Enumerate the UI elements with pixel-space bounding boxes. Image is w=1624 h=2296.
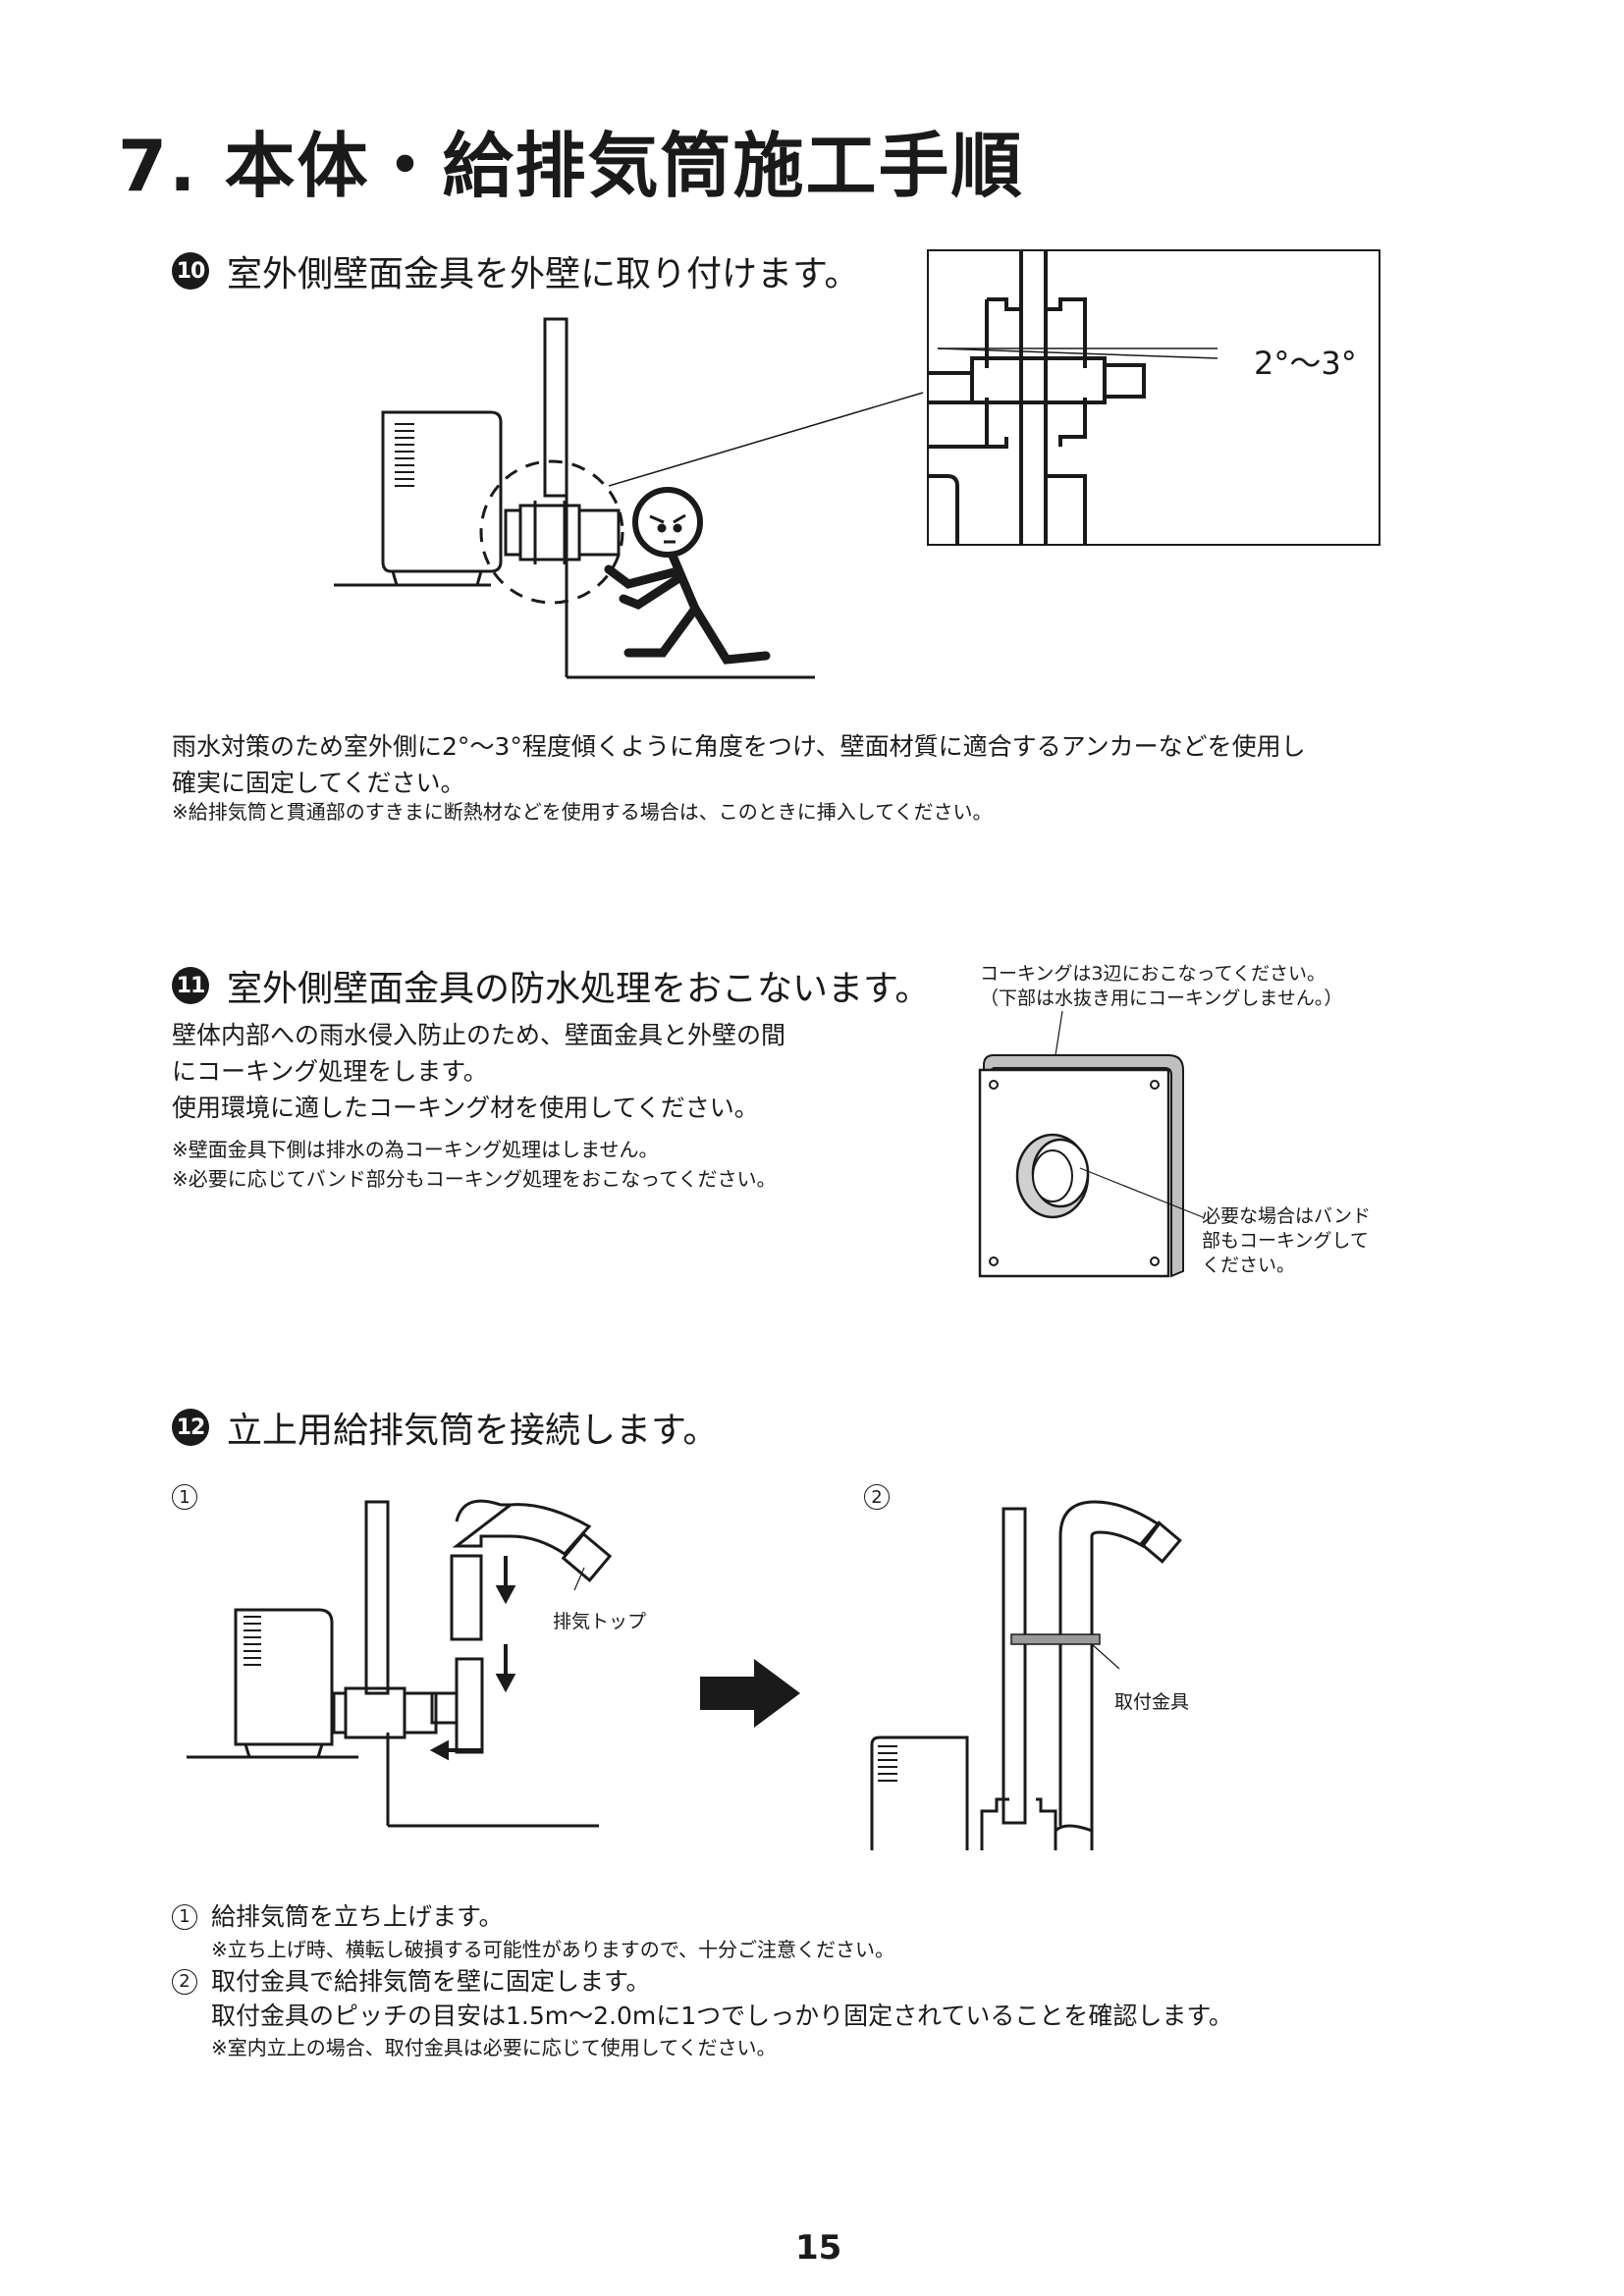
step10-body: 雨水対策のため室外側に2°〜3°程度傾くように角度をつけ、壁面材質に適合するアン… xyxy=(172,728,1306,801)
page-number: 15 xyxy=(795,2228,842,2268)
step12-heading: 12 立上用給排気筒を接続します。 xyxy=(172,1402,718,1453)
step11-number: 11 xyxy=(172,967,209,1004)
caulk-callout-line: コーキングは3辺におこなってください。 xyxy=(980,963,1326,985)
step12-instructions: 1 給排気筒を立ち上げます。 ※立ち上げ時、横転し破損する可能性がありますので、… xyxy=(172,1899,1233,2062)
step11-body: 壁体内部への雨水侵入防止のため、壁面金具と外壁の間 にコーキング処理をします。 … xyxy=(172,1017,785,1126)
step10-body-line1: 雨水対策のため室外側に2°〜3°程度傾くように角度をつけ、壁面材質に適合するアン… xyxy=(172,732,1306,761)
step10-heading: 10 室外側壁面金具を外壁に取り付けます。 xyxy=(172,245,859,296)
step11-body-line: 壁体内部への雨水侵入防止のため、壁面金具と外壁の間 xyxy=(172,1021,786,1049)
caulk-callout-line: 部もコーキングして xyxy=(1202,1230,1369,1252)
caulk-callout-line: （下部は水抜き用にコーキングしません。） xyxy=(980,988,1343,1009)
fig1-marker: 1 xyxy=(172,1484,211,1510)
item2-marker: 2 xyxy=(172,1969,197,1995)
step10-body-line2: 確実に固定してください。 xyxy=(172,769,465,797)
next-arrow-icon xyxy=(700,1659,800,1728)
item1-text: 給排気筒を立ち上げます。 xyxy=(211,1902,504,1931)
fig1-marker-circle: 1 xyxy=(172,1484,197,1510)
step11-body-line: 使用環境に適したコーキング材を使用してください。 xyxy=(172,1094,759,1122)
angle-label: 2°〜3° xyxy=(1254,345,1357,382)
fig2-marker: 2 xyxy=(864,1484,903,1510)
step10-heading-text: 室外側壁面金具を外壁に取り付けます。 xyxy=(227,254,860,294)
wall-plate-illustration xyxy=(978,1010,1204,1278)
zoom-connector xyxy=(608,392,924,487)
step12-item-1: 1 給排気筒を立ち上げます。 xyxy=(172,1899,1233,1935)
step12-figure1 xyxy=(187,1499,613,1828)
step11-heading-text: 室外側壁面金具の防水処理をおこないます。 xyxy=(227,969,931,1009)
step10-detail xyxy=(927,249,1380,546)
item2-sub-line: 取付金具のピッチの目安は1.5m〜2.0mに1つでしっかり固定されていることを確… xyxy=(211,2002,1233,2030)
exhaust-top-label: 排気トップ xyxy=(553,1611,647,1632)
caulk-callout-top: コーキングは3辺におこなってください。 （下部は水抜き用にコーキングしません。） xyxy=(980,962,1342,1011)
item1-marker: 1 xyxy=(172,1904,197,1930)
step10-illustration xyxy=(334,317,815,679)
step12-figure2 xyxy=(870,1500,1182,1850)
caulk-callout-line: ください。 xyxy=(1202,1255,1296,1276)
fig2-marker-circle: 2 xyxy=(864,1484,890,1510)
step10-number: 10 xyxy=(172,252,209,290)
item2-note: ※室内立上の場合、取付金具は必要に応じて使用してください。 xyxy=(211,2036,777,2059)
item1-sub: ※立ち上げ時、横転し破損する可能性がありますので、十分ご注意ください。 xyxy=(211,1938,894,1961)
step12-number: 12 xyxy=(172,1409,209,1446)
caulk-callout-right: 必要な場合はバンド 部もコーキングして ください。 xyxy=(1202,1204,1371,1278)
item2-text: 取付金具で給排気筒を壁に固定します。 xyxy=(211,1967,651,1996)
step11-notes: ※壁面金具下側は排水の為コーキング処理はしません。 ※必要に応じてバンド部分もコ… xyxy=(172,1135,777,1194)
step11-note: ※壁面金具下側は排水の為コーキング処理はしません。 xyxy=(172,1138,659,1161)
page-title: 7. 本体・給排気筒施工手順 xyxy=(118,125,1024,207)
step11-body-line: にコーキング処理をします。 xyxy=(172,1057,488,1086)
step10-note: ※給排気筒と貫通部のすきまに断熱材などを使用する場合は、このときに挿入してくださ… xyxy=(172,800,993,824)
step11-heading: 11 室外側壁面金具の防水処理をおこないます。 xyxy=(172,960,930,1011)
step12-item-2: 2 取付金具で給排気筒を壁に固定します。 xyxy=(172,1964,1233,2000)
step12-heading-text: 立上用給排気筒を接続します。 xyxy=(227,1411,719,1451)
step11-note: ※必要に応じてバンド部分もコーキング処理をおこなってください。 xyxy=(172,1167,777,1191)
caulk-callout-line: 必要な場合はバンド xyxy=(1202,1205,1371,1227)
bracket-label: 取付金具 xyxy=(1114,1691,1190,1713)
